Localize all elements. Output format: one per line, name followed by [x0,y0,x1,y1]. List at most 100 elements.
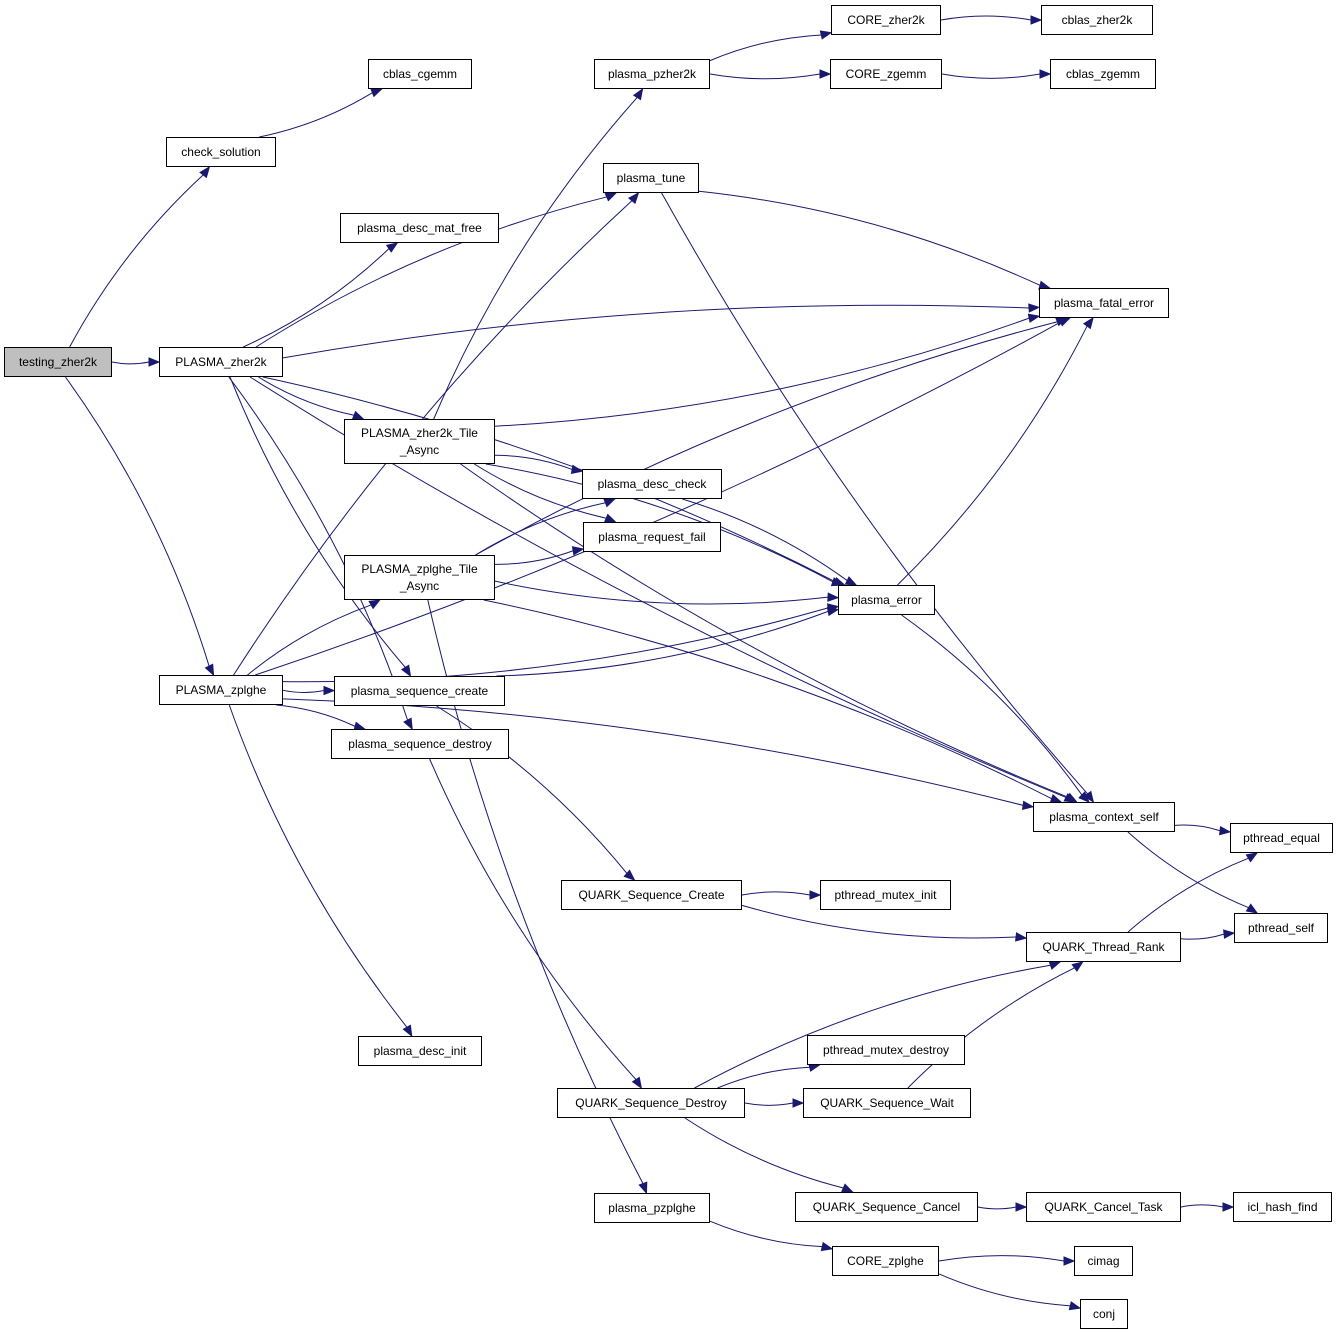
arrowhead-icon [199,165,211,179]
node-pthread-self[interactable]: pthread_self [1234,913,1328,943]
arrowhead-icon [571,546,585,556]
arrowhead-icon [148,357,161,367]
arrowhead-icon [638,1181,648,1195]
edge-testing_zher2k-to-plasma_zplghe [65,376,210,667]
arrowhead-icon [1223,929,1236,939]
edge-testing_zher2k-to-check_solution [69,174,204,348]
edge-plasma_zplghe-to-plasma_sequence_destroy [276,704,356,727]
node-plasma-zplghe-tile-async[interactable]: PLASMA_zplghe_Tile _Async [344,555,495,600]
edge-plasma_zher2k_tile_async-to-plasma_error [485,463,834,583]
arrowhead-icon [631,1076,643,1090]
edge-plasma_zher2k-to-plasma_sequence_destroy [228,376,409,721]
node-plasma-error[interactable]: plasma_error [838,585,935,615]
node-plasma-pzplghe[interactable]: plasma_pzplghe [594,1193,710,1223]
node-check-solution[interactable]: check_solution [166,137,276,167]
edge-plasma_sequence_destroy-to-quark_sequence_destroy [429,758,637,1080]
node-pthread-mutex-destroy[interactable]: pthread_mutex_destroy [807,1035,965,1065]
edge-plasma_context_self-to-pthread_equal [1174,824,1221,832]
node-icl-hash-find[interactable]: icl_hash_find [1233,1192,1332,1222]
arrowhead-icon [841,1183,854,1193]
edge-plasma_pzplghe-to-core_zplghe [709,1220,823,1248]
arrowhead-icon [1015,1202,1028,1212]
edge-quark_sequence_create-to-quark_thread_rank [741,904,1017,939]
node-plasma-desc-mat-free[interactable]: plasma_desc_mat_free [340,213,499,243]
arrowhead-icon [1048,960,1062,970]
node-cblas-zgemm[interactable]: cblas_zgemm [1050,59,1156,89]
edge-quark_sequence_wait-to-quark_thread_rank [907,967,1075,1089]
arrowhead-icon [1021,800,1035,810]
node-testing-zher2k[interactable]: testing_zher2k [4,347,112,377]
arrowhead-icon [827,592,840,602]
node-quark-sequence-create[interactable]: QUARK_Sequence_Create [561,880,742,910]
node-plasma-zplghe[interactable]: PLASMA_zplghe [159,675,283,705]
node-plasma-desc-init[interactable]: plasma_desc_init [358,1036,482,1066]
arrowhead-icon [1078,791,1090,803]
edge-quark_cancel_task-to-icl_hash_find [1180,1204,1224,1208]
node-quark-thread-rank[interactable]: QUARK_Thread_Rank [1026,932,1181,962]
node-quark-sequence-wait[interactable]: QUARK_Sequence_Wait [803,1088,971,1118]
node-core-zgemm[interactable]: CORE_zgemm [830,59,942,89]
arrowhead-icon [1015,932,1028,942]
edge-plasma_zplghe_tile_async-to-plasma_error [494,580,829,605]
node-pthread-equal[interactable]: pthread_equal [1230,823,1333,853]
arrowhead-icon [623,869,636,881]
edge-plasma_zplghe_tile_async-to-plasma_request_fail [494,550,574,565]
arrowhead-icon [370,88,383,98]
edge-check_solution-to-cblas_cgemm [259,92,373,138]
edge-plasma_error-to-plasma_context_self [901,614,1083,796]
node-pthread-mutex-init[interactable]: pthread_mutex_init [820,880,951,910]
edge-plasma_desc_check-to-plasma_error [682,498,848,581]
node-quark-sequence-cancel[interactable]: QUARK_Sequence_Cancel [795,1192,978,1222]
arrowhead-icon [819,69,832,79]
node-cblas-cgemm[interactable]: cblas_cgemm [368,59,472,89]
node-quark-cancel-task[interactable]: QUARK_Cancel_Task [1026,1192,1181,1222]
node-plasma-zher2k[interactable]: PLASMA_zher2k [159,347,283,377]
edge-quark_sequence_destroy-to-quark_sequence_wait [744,1102,794,1106]
node-core-zher2k[interactable]: CORE_zher2k [831,5,941,35]
node-plasma-context-self[interactable]: plasma_context_self [1033,802,1175,832]
edge-core_zher2k-to-cblas_zher2k [940,15,1032,21]
edge-testing_zher2k-to-plasma_zher2k [111,361,150,365]
arrowhead-icon [204,663,215,677]
node-cblas-zher2k[interactable]: cblas_zher2k [1041,5,1153,35]
arrowhead-icon [819,30,833,40]
arrowhead-icon [809,890,822,900]
arrowhead-icon [1063,1256,1076,1266]
node-plasma-request-fail[interactable]: plasma_request_fail [583,522,721,552]
node-core-zplghe[interactable]: CORE_zplghe [832,1246,939,1276]
edge-plasma_zplghe-to-plasma_fatal_error [255,321,1061,676]
edge-plasma_zher2k_tile_async-to-plasma_context_self [460,463,1069,798]
node-plasma-tune[interactable]: plasma_tune [603,163,699,193]
node-plasma-pzher2k[interactable]: plasma_pzher2k [594,59,710,89]
node-conj[interactable]: conj [1080,1299,1128,1329]
edge-plasma_sequence_create-to-quark_sequence_create [436,705,628,874]
edge-plasma_zher2k-to-plasma_zher2k_tile_async [258,376,355,416]
arrowhead-icon [1071,961,1084,972]
node-plasma-desc-check[interactable]: plasma_desc_check [582,469,722,499]
edge-plasma_pzher2k-to-core_zgemm [709,73,821,80]
edge-quark_sequence_destroy-to-quark_sequence_cancel [684,1117,844,1189]
arrowhead-icon [385,242,399,253]
node-plasma-sequence-create[interactable]: plasma_sequence_create [334,676,505,706]
edge-quark_sequence_destroy-to-quark_thread_rank [694,964,1051,1089]
arrowhead-icon [604,192,618,202]
edge-plasma_tune-to-plasma_context_self [661,192,1088,795]
arrowhead-icon [844,576,858,586]
edge-plasma_zplghe-to-plasma_sequence_create [282,689,325,693]
node-plasma-sequence-destroy[interactable]: plasma_sequence_destroy [331,729,509,759]
arrowhead-icon [1030,15,1043,25]
arrowhead-icon [1082,316,1094,330]
node-plasma-zher2k-tile-async[interactable]: PLASMA_zher2k_Tile _Async [344,419,495,464]
node-plasma-fatal-error[interactable]: plasma_fatal_error [1039,288,1169,318]
edge-plasma_zher2k-to-plasma_tune [255,196,607,348]
edge-plasma_zplghe-to-plasma_desc_init [228,704,408,1028]
edge-core_zplghe-to-conj [938,1273,1071,1307]
edge-plasma_zplghe-to-plasma_zplghe_tile_async [247,604,372,676]
node-quark-sequence-destroy[interactable]: QUARK_Sequence_Destroy [557,1088,745,1118]
arrowhead-icon [323,685,336,696]
arrowhead-icon [1245,852,1259,863]
edge-core_zgemm-to-cblas_zgemm [941,73,1041,79]
node-cimag[interactable]: cimag [1074,1246,1133,1276]
arrowhead-icon [820,1241,834,1252]
arrowhead-icon [830,577,844,587]
